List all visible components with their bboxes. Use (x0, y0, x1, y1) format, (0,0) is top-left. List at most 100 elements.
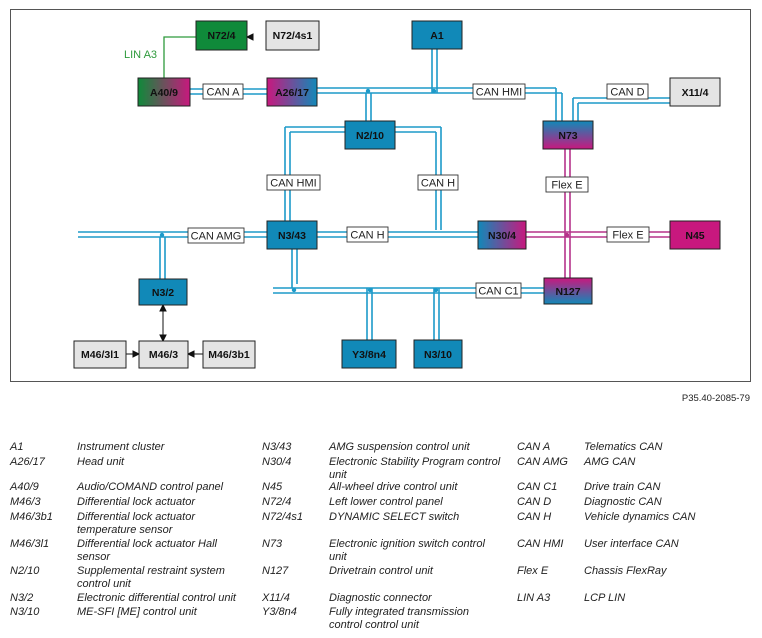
node-n30-4[interactable]: N30/4 (477, 220, 527, 250)
node-n2-10[interactable]: N2/10 (344, 120, 396, 150)
legend-code: Flex E (517, 565, 549, 577)
bus-label-can-amg: CAN AMG (187, 227, 245, 244)
bus-label-text: CAN AMG (191, 231, 242, 243)
network-diagram-frame (10, 9, 751, 382)
legend-description: Differential lock actuator (77, 496, 195, 508)
legend-description: AMG CAN (584, 456, 636, 468)
node-a1[interactable]: A1 (411, 20, 463, 50)
legend-code: CAN H (517, 511, 552, 523)
network-diagram: N72/4 N72/4s1 A1 A40/9 A26/17 X11/4 N73 … (73, 20, 721, 369)
legend-description: Electronic ignition switch control unit (329, 538, 485, 563)
legend-code: Y3/8n4 (262, 606, 297, 618)
bus-label-can-c1: CAN C1 (475, 282, 522, 299)
node-label: N72/4s1 (273, 30, 313, 42)
node-label: N2/10 (356, 130, 384, 142)
node-label: X11/4 (682, 87, 709, 99)
bus-label-text: CAN A (206, 87, 240, 99)
bus-label-can-h-right: CAN H (417, 174, 459, 191)
legend-code: N3/10 (10, 606, 40, 618)
legend-description: All-wheel drive control unit (329, 481, 458, 493)
flexray-buses (526, 149, 670, 278)
legend-code: N3/43 (262, 441, 292, 453)
node-n3-2[interactable]: N3/2 (138, 278, 188, 306)
node-x11-4[interactable]: X11/4 (669, 77, 721, 107)
node-label: A40/9 (150, 87, 178, 99)
node-n45[interactable]: N45 (669, 220, 721, 250)
node-label: N45 (685, 230, 704, 242)
legend-code: N3/2 (10, 592, 34, 604)
node-n3-10[interactable]: N3/10 (413, 339, 463, 369)
legend-description: Drivetrain control unit (329, 565, 433, 577)
bus-label-flex-e-vertical: Flex E (545, 176, 589, 193)
node-a26-17[interactable]: A26/17 (266, 77, 318, 107)
legend-code: N73 (262, 538, 283, 550)
bus-label-can-h-mid: CAN H (346, 226, 389, 243)
legend-description: Supplemental restraint system control un… (77, 565, 225, 590)
node-y3-8n4[interactable]: Y3/8n4 (341, 339, 397, 369)
legend-description: Chassis FlexRay (584, 565, 667, 577)
node-m46-3b1[interactable]: M46/3b1 (202, 340, 256, 369)
node-label: M46/3 (149, 349, 178, 361)
node-n72-4s1[interactable]: N72/4s1 (265, 20, 320, 51)
legend-code: A1 (10, 441, 24, 453)
legend-description: Audio/COMAND control panel (77, 481, 224, 493)
node-n73[interactable]: N73 (542, 120, 594, 150)
connection-arrows (126, 33, 254, 358)
node-label: M46/3l1 (81, 349, 119, 361)
legend-code: CAN D (517, 496, 552, 508)
node-n72-4[interactable]: N72/4 (195, 20, 248, 51)
node-label: N72/4 (207, 30, 235, 42)
node-label: N30/4 (488, 230, 516, 242)
node-n127[interactable]: N127 (543, 277, 593, 305)
legend-code: CAN C1 (517, 481, 558, 493)
legend-description: Instrument cluster (77, 441, 165, 453)
bus-label-text: CAN H (350, 230, 384, 242)
legend-code: M46/3b1 (10, 511, 53, 523)
node-m46-3[interactable]: M46/3 (138, 340, 189, 369)
node-label: N3/10 (424, 349, 452, 361)
legend-code: N127 (262, 565, 289, 577)
bus-label-text: Flex E (612, 230, 643, 242)
bus-junctions (159, 88, 439, 293)
legend-description: Diagnostic connector (329, 592, 432, 604)
legend-code: N2/10 (10, 565, 40, 577)
node-label: N3/43 (278, 230, 306, 242)
legend-code: CAN A (517, 441, 551, 453)
bus-label-text: CAN HMI (476, 87, 522, 99)
legend-code: N45 (262, 481, 283, 493)
legend-description: Differential lock actuator temperature s… (77, 511, 195, 536)
node-m46-3l1[interactable]: M46/3l1 (73, 340, 127, 369)
node-label: N127 (555, 286, 580, 298)
bus-label-can-hmi-left: CAN HMI (266, 174, 321, 191)
legend-description: Fully integrated transmission control co… (329, 606, 470, 631)
bus-label-can-d: CAN D (606, 83, 649, 100)
legend-code: LIN A3 (517, 592, 551, 604)
node-label: A1 (430, 30, 444, 42)
legend-code: N30/4 (262, 456, 292, 468)
legend-description: AMG suspension control unit (329, 441, 470, 453)
legend-description: LCP LIN (584, 592, 626, 604)
legend-description: ME-SFI [ME] control unit (77, 606, 197, 618)
figure-id: P35.40-2085-79 (681, 393, 750, 404)
legend-code: CAN AMG (517, 456, 568, 468)
node-label: N73 (558, 130, 577, 142)
lin-a3-bus (163, 36, 196, 78)
legend-description: Drive train CAN (584, 481, 661, 493)
node-n3-43[interactable]: N3/43 (266, 220, 318, 250)
legend-description: User interface CAN (584, 538, 679, 550)
bus-label-text: CAN C1 (478, 286, 518, 298)
node-label: Y3/8n4 (352, 349, 386, 361)
bus-label-text: CAN HMI (270, 178, 316, 190)
node-a40-9[interactable]: A40/9 (137, 77, 191, 107)
legend-code: X11/4 (262, 592, 290, 604)
bus-label-can-a: CAN A (202, 83, 244, 100)
bus-label-text: CAN D (610, 87, 644, 99)
legend-description: Differential lock actuator Hall sensor (77, 538, 218, 563)
legend-code: N72/4 (262, 496, 292, 508)
legend-description: Left lower control panel (329, 496, 443, 508)
legend-description: Diagnostic CAN (584, 496, 662, 508)
bus-label-text: Flex E (551, 180, 582, 192)
legend-description: Electronic Stability Program control uni… (329, 456, 501, 481)
flexray-junctions (564, 232, 570, 238)
legend-description: Head unit (77, 456, 125, 468)
